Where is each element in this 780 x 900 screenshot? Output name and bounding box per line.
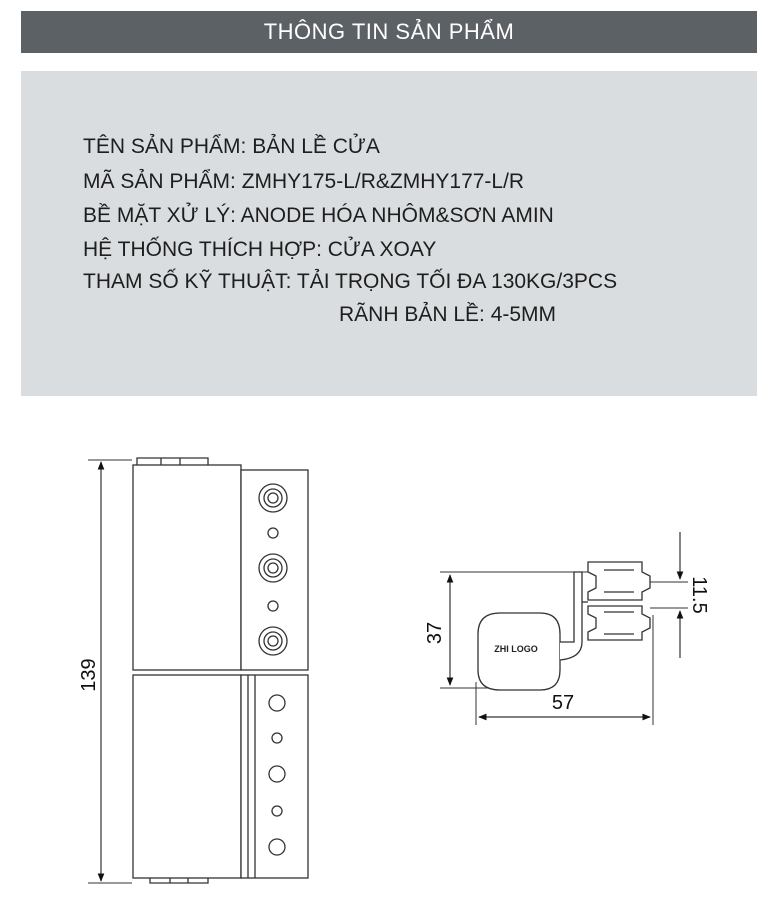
- header-bar: THÔNG TIN SẢN PHẨM: [21, 11, 757, 53]
- product-name-line: TÊN SẢN PHẨM: BẢN LỀ CỬA: [83, 135, 380, 158]
- product-code-line: MÃ SẢN PHẨM: ZMHY175-L/R&ZMHY177-L/R: [83, 170, 525, 193]
- side-width-dimension-label: 57: [552, 692, 574, 714]
- technical-drawing: 139 ZHI LOGO 37 57 11.5: [78, 457, 710, 884]
- hinge-side-view: [440, 532, 688, 725]
- height-dimension-label: 139: [78, 658, 100, 691]
- gap-dimension-label: 11.5: [688, 576, 710, 613]
- technical-params-line: THAM SỐ KỸ THUẬT: TẢI TRỌNG TỐI ĐA 130KG…: [83, 270, 618, 293]
- compatible-system-line: HỆ THỐNG THÍCH HỢP: CỬA XOAY: [83, 238, 437, 261]
- hinge-front-view: [88, 457, 309, 884]
- surface-treatment-line: BỀ MẶT XỬ LÝ: ANODE HÓA NHÔM&SƠN AMIN: [83, 204, 554, 227]
- page-title: THÔNG TIN SẢN PHẨM: [263, 19, 515, 44]
- side-height-dimension-label: 37: [424, 622, 446, 644]
- product-info-panel: TÊN SẢN PHẨM: BẢN LỀ CỬA MÃ SẢN PHẨM: ZM…: [21, 71, 757, 396]
- hinge-groove-line: RÃNH BẢN LỀ: 4-5MM: [339, 303, 557, 326]
- hinge-logo-text: ZHI LOGO: [494, 644, 538, 654]
